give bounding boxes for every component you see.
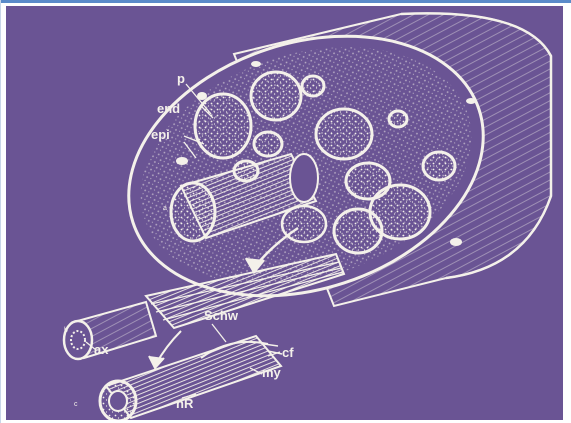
- fascicle: [195, 94, 251, 158]
- label-b: b: [64, 324, 68, 337]
- fascicle: [251, 72, 301, 120]
- label-nR: nR: [176, 397, 193, 410]
- fascicle: [254, 132, 282, 156]
- fascicle: [302, 76, 324, 96]
- top-frame-line: [0, 0, 571, 3]
- nerve-trunk: [95, 6, 551, 339]
- label-cf: cf: [282, 346, 294, 359]
- label-p: p: [177, 72, 185, 85]
- fascicle: [389, 111, 407, 127]
- label-a: a: [163, 202, 167, 215]
- label-c: c: [74, 398, 78, 411]
- fascicle: [346, 163, 390, 199]
- fascicle: [334, 209, 382, 253]
- fascicle: [423, 152, 455, 180]
- label-end: end: [157, 102, 180, 115]
- cut-fascicle: [282, 206, 326, 242]
- nerve-diagram-slide: p end epi a b c ax Schw cf my nR: [6, 6, 563, 420]
- label-schw: Schw: [204, 309, 238, 322]
- left-frame-line: [0, 0, 1, 423]
- label-my: my: [262, 366, 281, 379]
- fascicle: [316, 109, 372, 159]
- label-ax: ax: [94, 343, 108, 356]
- label-epi: epi: [151, 128, 170, 141]
- single-fiber: [64, 302, 156, 359]
